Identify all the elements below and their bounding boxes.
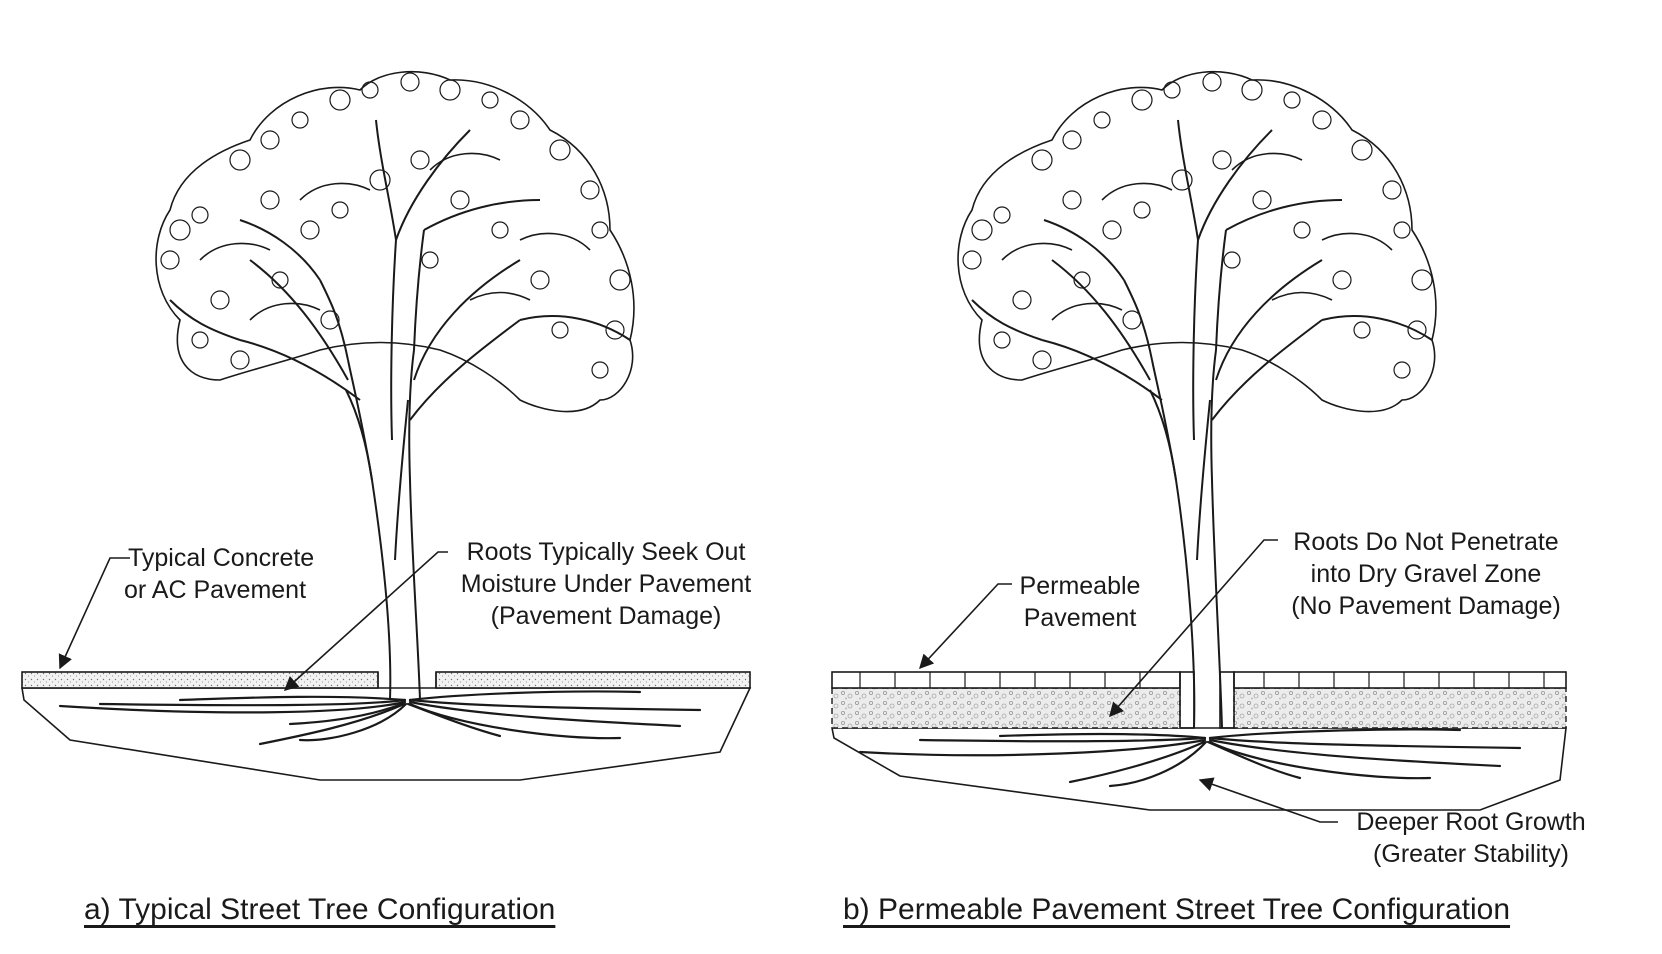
deep-roots-b: [858, 728, 1522, 788]
panel-a: [21, 70, 752, 781]
label-permeable-pavement: Permeable Pavement: [1010, 570, 1150, 634]
concrete-pavement-right-a: [435, 671, 751, 689]
tree-canopy-b: [957, 70, 1437, 413]
leader-deep-b: [1198, 777, 1338, 823]
label-line: Pavement: [1023, 604, 1137, 632]
label-roots-seek-moisture: Roots Typically Seek Out Moisture Under …: [446, 536, 766, 632]
tree-canopy-a: [155, 70, 635, 413]
label-line: into Dry Gravel Zone: [1310, 560, 1542, 588]
leader-pavement-b: [919, 583, 1012, 670]
tree-trunk-b: [971, 119, 1433, 729]
label-line: (Greater Stability): [1373, 840, 1569, 868]
label-line: Roots Typically Seek Out: [466, 538, 746, 566]
label-typical-pavement: Typical Concrete or AC Pavement: [124, 542, 315, 606]
concrete-pavement-left-a: [21, 671, 379, 689]
label-line: (No Pavement Damage): [1291, 592, 1561, 620]
panel-b: [831, 70, 1567, 823]
gravel-zone-right-b: [1233, 687, 1567, 729]
permeable-pavement-right-b: [1233, 671, 1567, 689]
leader-pavement-a: [58, 557, 130, 670]
label-line: Moisture Under Pavement: [460, 570, 752, 598]
leader-roots-a: [283, 551, 448, 691]
canopy-foliage-b: [962, 72, 1433, 379]
canopy-foliage-a: [160, 72, 631, 379]
gravel-zone-left-b: [831, 687, 1181, 729]
label-line: Deeper Root Growth: [1356, 808, 1586, 836]
label-line: or AC Pavement: [124, 576, 307, 604]
permeable-pavement-left-b: [831, 671, 1181, 689]
tree-pit-walls-b: [1179, 671, 1235, 729]
label-roots-no-penetrate: Roots Do Not Penetrate into Dry Gravel Z…: [1276, 526, 1576, 622]
label-line: Roots Do Not Penetrate: [1293, 528, 1559, 556]
label-line: (Pavement Damage): [490, 602, 722, 630]
soil-zone-b: [831, 727, 1567, 811]
label-line: Typical Concrete: [128, 544, 315, 572]
caption-panel-a: a) Typical Street Tree Configuration: [84, 893, 556, 926]
leader-roots-b: [1109, 539, 1278, 718]
label-line: Permeable: [1019, 572, 1141, 600]
shallow-roots-a: [58, 690, 702, 746]
label-deeper-root-growth: Deeper Root Growth (Greater Stability): [1336, 806, 1606, 870]
caption-panel-b: b) Permeable Pavement Street Tree Config…: [843, 893, 1511, 926]
paver-joints-b: [859, 672, 1545, 688]
